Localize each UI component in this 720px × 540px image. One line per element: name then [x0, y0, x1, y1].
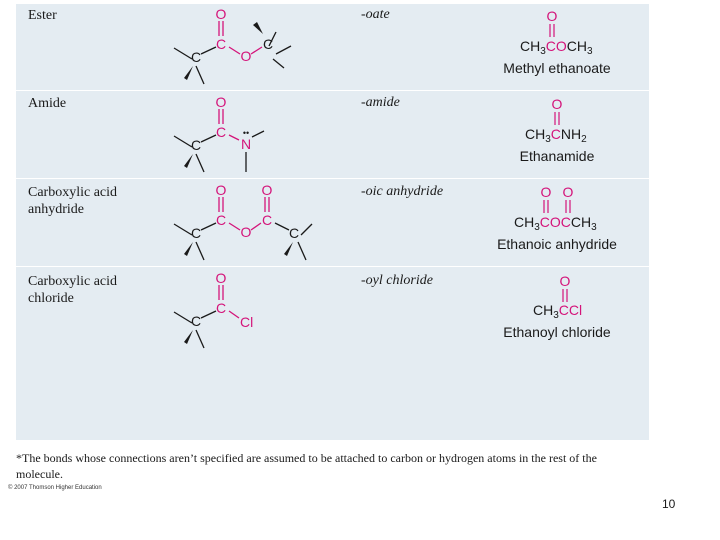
atom-carbon: C — [216, 124, 226, 140]
example-name-ethanoyl-chloride: Ethanoyl chloride — [503, 324, 611, 340]
carbonyl-mark: O O — [541, 184, 574, 213]
suffix-ester: -oate — [361, 7, 390, 22]
atom-carbon: C — [216, 300, 226, 316]
atom-oxygen: O — [241, 224, 252, 240]
atom-carbon: C — [191, 49, 201, 65]
atom-carbon: C — [263, 36, 273, 52]
atom-carbon: C — [191, 225, 201, 241]
atom-oxygen: O — [241, 48, 252, 64]
atom-chlorine: Cl — [240, 314, 253, 330]
row-label-anhydride: Carboxylic acid anhydride — [28, 185, 118, 217]
row-divider — [16, 178, 649, 179]
row-label-acid-chloride: Carboxylic acid chloride — [28, 274, 118, 306]
atom-oxygen: O — [216, 94, 227, 110]
atom-carbon: C — [216, 212, 226, 228]
svg-text:O: O — [563, 184, 574, 200]
anhydride-structure: O C O O C C C — [173, 182, 313, 261]
row-label-ester: Ester — [28, 8, 57, 23]
atom-carbon: C — [191, 313, 201, 329]
svg-text:O: O — [560, 273, 571, 289]
row-divider — [16, 266, 649, 267]
suffix-anhydride: -oic anhydride — [361, 184, 444, 199]
atom-oxygen: O — [216, 6, 227, 22]
row-label-amide: Amide — [28, 96, 67, 111]
footnote: *The bonds whose connections aren’t spec… — [16, 451, 597, 481]
row-divider — [16, 90, 649, 91]
atom-carbon: C — [191, 137, 201, 153]
example-name-ethanoic-anhydride: Ethanoic anhydride — [497, 236, 617, 252]
carbonyl-mark: O — [547, 8, 558, 37]
formula-ethanoyl-chloride: CH3CCl — [533, 302, 583, 321]
formula-ethanamide: CH3CNH2 — [525, 126, 587, 145]
atom-oxygen: O — [262, 182, 273, 198]
page-number: 10 — [662, 497, 676, 511]
svg-text:O: O — [547, 8, 558, 24]
atom-oxygen: O — [216, 182, 227, 198]
suffix-acid-chloride: -oyl chloride — [361, 273, 433, 288]
atom-carbon: C — [262, 212, 272, 228]
atom-nitrogen: N — [241, 136, 251, 152]
table-panel — [16, 4, 649, 440]
ester-structure: O C O C C — [173, 6, 292, 85]
atom-carbon: C — [289, 225, 299, 241]
suffix-amide: -amide — [361, 95, 400, 110]
carbonyl-mark: O — [560, 273, 571, 302]
svg-text:O: O — [552, 96, 563, 112]
acid-chloride-structure: O C Cl C — [173, 270, 253, 349]
carbonyl-mark: O — [552, 96, 563, 125]
copyright: © 2007 Thomson Higher Education — [8, 485, 102, 491]
svg-text:O: O — [541, 184, 552, 200]
amide-structure: O C N •• C — [173, 94, 265, 173]
example-name-methyl-ethanoate: Methyl ethanoate — [503, 60, 611, 76]
atom-oxygen: O — [216, 270, 227, 286]
formula-methyl-ethanoate: CH3COCH3 — [520, 38, 593, 57]
lone-pair: •• — [243, 128, 249, 138]
atom-carbon: C — [216, 36, 226, 52]
example-name-ethanamide: Ethanamide — [519, 148, 595, 164]
formula-ethanoic-anhydride: CH3COCCH3 — [514, 214, 597, 233]
